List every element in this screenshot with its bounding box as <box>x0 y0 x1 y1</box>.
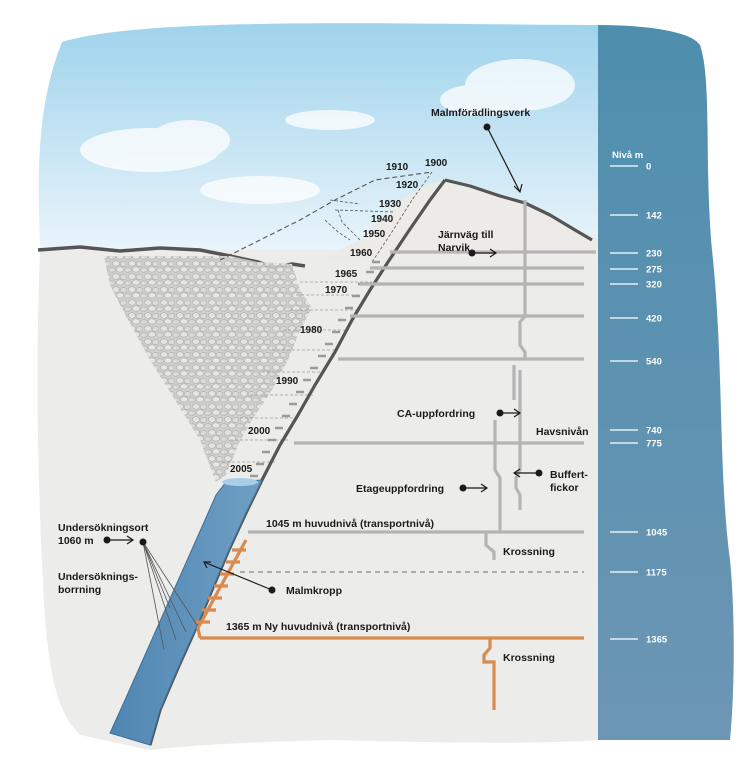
label-crushing-1: Krossning <box>503 546 555 558</box>
label-processing-plant: Malmförädlingsverk <box>431 107 530 119</box>
year-labels: 1900 1910 1920 1930 1940 1950 1960 1965 … <box>230 158 448 475</box>
label-exploration-drift-2: 1060 m <box>58 535 94 547</box>
year-1970: 1970 <box>325 285 348 296</box>
label-ore-body: Malmkropp <box>286 585 342 597</box>
ca-hoist-arrow <box>500 408 522 418</box>
year-2000: 2000 <box>248 426 271 437</box>
ore-top-surface <box>222 478 258 486</box>
label-sea-level: Havsnivån <box>536 426 589 438</box>
year-1910: 1910 <box>386 162 409 173</box>
historic-benches <box>222 281 372 463</box>
level-label-0: 0 <box>646 162 651 173</box>
label-buffer-2: fickor <box>550 482 579 494</box>
label-ca-hoist: CA-uppfordring <box>397 408 475 420</box>
label-railway-1: Järnväg till <box>438 229 494 241</box>
label-level-hoist: Etageuppfordring <box>356 483 444 495</box>
processing-plant-arrow <box>486 126 523 194</box>
mountain <box>320 180 600 262</box>
exploration-drill-fan <box>142 541 198 651</box>
year-1940: 1940 <box>371 214 394 225</box>
level-scale-header: Nivå m <box>612 150 643 161</box>
level-label-142: 142 <box>646 211 662 222</box>
level-label-1045: 1045 <box>646 528 668 539</box>
year-1960: 1960 <box>350 248 373 259</box>
year-2005: 2005 <box>230 464 253 475</box>
level-label-540: 540 <box>646 357 662 368</box>
year-1980: 1980 <box>300 325 323 336</box>
year-1965: 1965 <box>335 269 358 280</box>
caved-rubble <box>104 256 312 482</box>
label-railway-2: Narvik <box>438 242 470 254</box>
level-ticks: 0 142 230 275 320 420 540 740 775 1045 1175 1365 <box>610 162 668 646</box>
level-label-230: 230 <box>646 249 662 260</box>
label-main-level-1365: 1365 m Ny huvudnivå (transportnivå) <box>226 621 410 633</box>
year-1900: 1900 <box>425 158 448 169</box>
level-label-420: 420 <box>646 314 662 325</box>
label-crushing-2: Krossning <box>503 652 555 664</box>
level-label-320: 320 <box>646 280 662 291</box>
levels-galleries <box>248 250 596 534</box>
exploration-drift-point <box>139 538 147 546</box>
level-label-775: 775 <box>646 439 663 450</box>
label-exploration-drill-1: Undersöknings- <box>58 571 138 583</box>
ore-body <box>109 479 263 746</box>
level-label-1175: 1175 <box>646 568 667 579</box>
label-buffer-1: Buffert- <box>550 469 588 481</box>
new-main-level <box>196 539 584 710</box>
label-exploration-drift-1: Undersökningsort <box>58 522 149 534</box>
buffer-arrow <box>512 468 539 478</box>
level-scale-bar <box>598 25 734 740</box>
label-exploration-drill-2: borrning <box>58 584 101 596</box>
original-mountain-profile <box>219 171 433 261</box>
year-1930: 1930 <box>379 199 402 210</box>
level-label-740: 740 <box>646 426 662 437</box>
railway-arrow <box>472 248 498 258</box>
ore-body-arrow <box>203 561 273 591</box>
level-label-275: 275 <box>646 265 663 276</box>
labels: Malmförädlingsverk Järnväg till Narvik C… <box>58 107 589 664</box>
historic-pit-outline <box>324 171 433 263</box>
year-1920: 1920 <box>396 180 419 191</box>
shafts <box>484 200 527 560</box>
exploration-drift-arrow <box>107 535 135 545</box>
year-1990: 1990 <box>276 376 299 387</box>
level-label-1365: 1365 <box>646 635 668 646</box>
label-main-level-1045: 1045 m huvudnivå (transportnivå) <box>266 518 434 530</box>
clouds <box>80 59 575 204</box>
level-hoist-arrow <box>463 483 489 493</box>
year-1950: 1950 <box>363 229 386 240</box>
